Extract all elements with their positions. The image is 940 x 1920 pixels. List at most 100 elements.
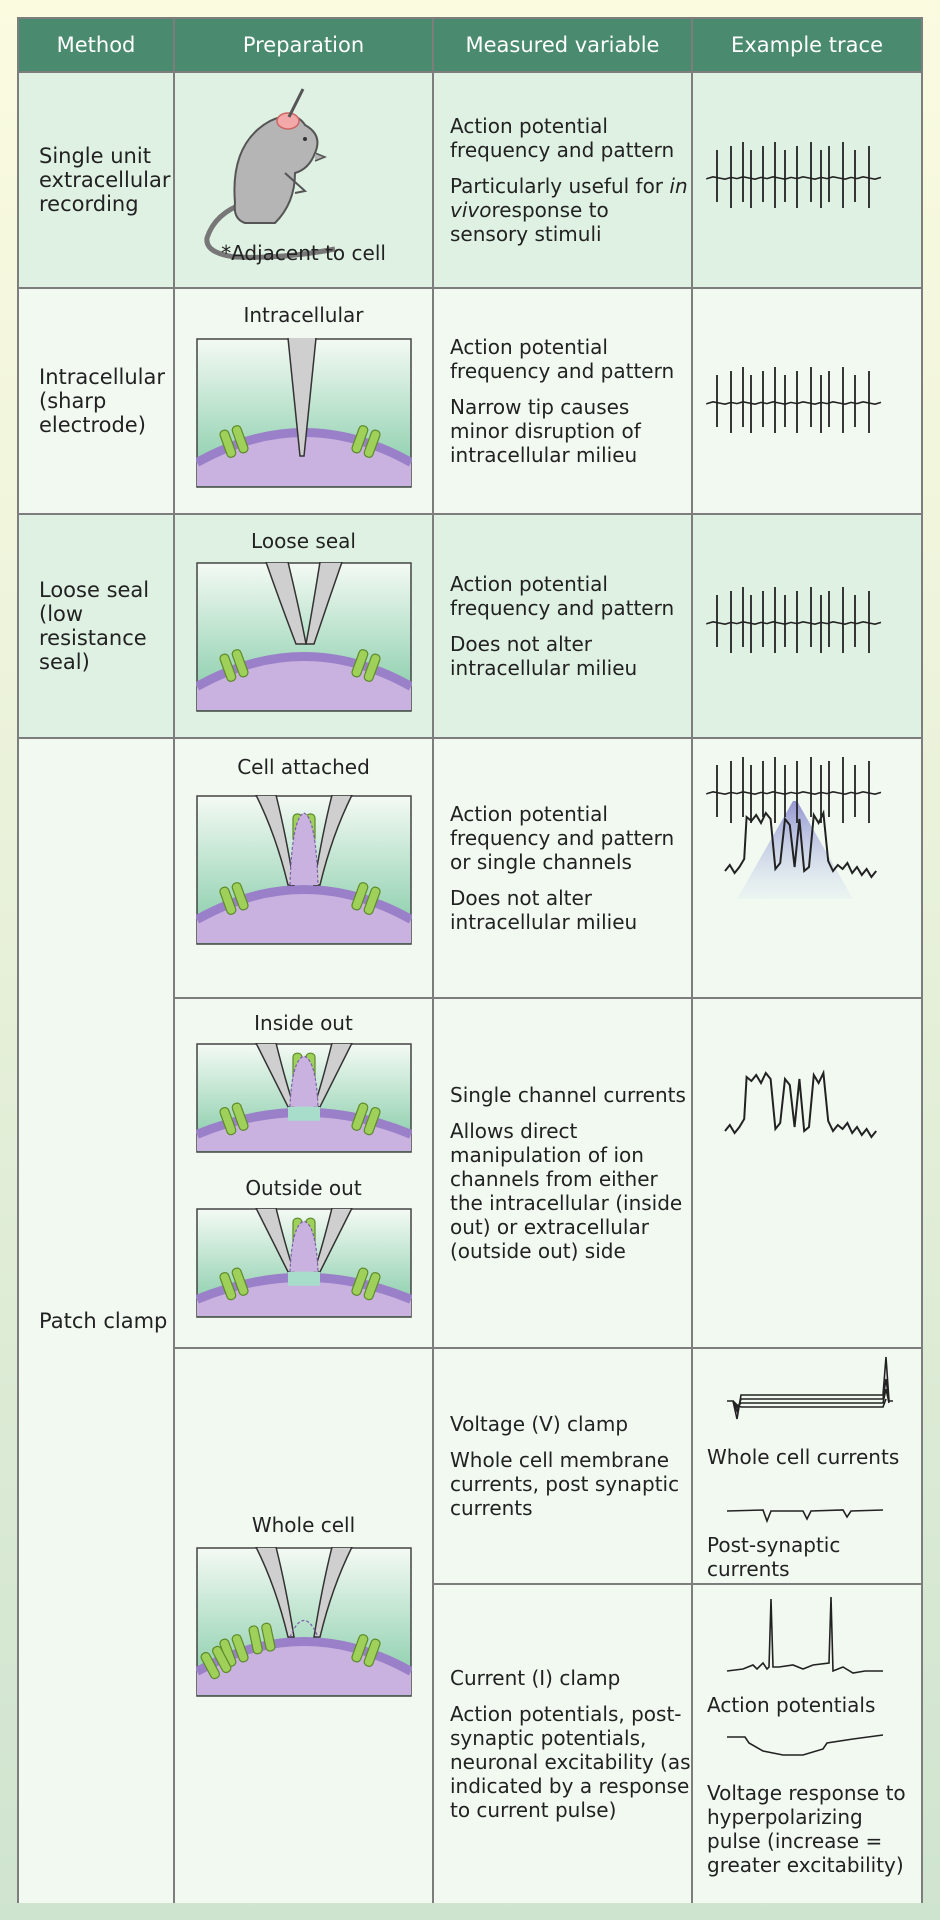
var-intracellular: Action potential frequency and pattern N… bbox=[434, 289, 693, 515]
var-current-clamp: Current (I) clamp Action potentials, pos… bbox=[434, 1585, 693, 1903]
ion-channel-icon bbox=[351, 1634, 381, 1667]
mouse-tail bbox=[204, 200, 336, 260]
var-text: response to sensory stimuli bbox=[450, 198, 609, 246]
ion-channel-icon bbox=[219, 1267, 249, 1301]
var-cell-attached: Action potential frequency and pattern o… bbox=[434, 739, 693, 999]
var-cell-attached-2: Does not alter intracellular milieu bbox=[450, 886, 638, 934]
mouse-illustration bbox=[204, 88, 336, 260]
membrane-patch bbox=[289, 1220, 319, 1272]
mouse-eye bbox=[303, 137, 307, 141]
trace-single-unit bbox=[693, 73, 921, 289]
prep-intracellular: Intracellular bbox=[175, 289, 434, 515]
var-text: Particularly useful for bbox=[450, 174, 670, 198]
voltage-response-label: Voltage response to hyperpolarizing puls… bbox=[707, 1781, 906, 1877]
var-loose-seal-2: Does not alter intracellular milieu bbox=[450, 632, 638, 680]
var-cell-attached-1: Action potential frequency and pattern o… bbox=[450, 802, 675, 874]
header-example-trace: Example trace bbox=[693, 19, 921, 73]
cell-attached-diagram bbox=[196, 795, 412, 945]
ion-channel-icon bbox=[351, 882, 381, 915]
var-single-unit-2: Particularly useful for in vivoresponse … bbox=[450, 174, 691, 246]
var-intracellular-2: Narrow tip causes minor disruption of in… bbox=[450, 395, 641, 467]
header-method: Method bbox=[19, 19, 175, 73]
ion-channel-icon bbox=[219, 1102, 249, 1136]
method-label: Single unit extracellular recording bbox=[39, 144, 171, 216]
ion-channel-icon bbox=[351, 1267, 381, 1301]
trace-intracellular bbox=[693, 289, 921, 515]
single-channel-trace bbox=[724, 1069, 877, 1139]
method-intracellular: Intracellular (sharp electrode) bbox=[19, 289, 175, 515]
seal-gap bbox=[288, 1106, 320, 1121]
ion-channel-icon bbox=[219, 1634, 249, 1667]
trace-excised bbox=[693, 999, 921, 1349]
spike-train-trace bbox=[706, 367, 882, 433]
electrode-right-wall bbox=[305, 562, 343, 645]
ion-channel-icon bbox=[351, 1102, 381, 1136]
prep-loose-seal: Loose seal bbox=[175, 515, 434, 739]
membrane-patch bbox=[289, 812, 319, 886]
prep-whole-cell: Whole cell bbox=[175, 1349, 434, 1903]
trace-cell-attached bbox=[693, 739, 921, 999]
mouse-brain bbox=[276, 112, 300, 130]
electrode-right-wall bbox=[313, 1547, 353, 1638]
var-single-unit: Action potential frequency and pattern P… bbox=[434, 73, 693, 289]
var-vclamp-1: Voltage (V) clamp bbox=[450, 1412, 629, 1436]
sharp-electrode-diagram bbox=[196, 338, 412, 488]
var-iclamp-1: Current (I) clamp bbox=[450, 1666, 621, 1690]
current-trace bbox=[727, 1356, 893, 1420]
var-vclamp-2: Whole cell membrane currents, post synap… bbox=[450, 1448, 680, 1520]
whole-cell-currents-label: Whole cell currents bbox=[707, 1445, 900, 1469]
prep-single-unit: *Adjacent to cell bbox=[175, 73, 434, 289]
trace-loose-seal bbox=[693, 515, 921, 739]
membrane-patch bbox=[289, 1055, 319, 1107]
cell-attached-trace bbox=[706, 757, 882, 899]
header-preparation: Preparation bbox=[175, 19, 434, 73]
prep-cell-attached: Cell attached bbox=[175, 739, 434, 999]
method-label: Intracellular (sharp electrode) bbox=[39, 365, 166, 437]
var-excised-2: Allows direct manipulation of ion channe… bbox=[450, 1119, 683, 1263]
iclamp-traces bbox=[726, 1596, 884, 1756]
header-measured-variable: Measured variable bbox=[434, 19, 693, 73]
spike-train-trace bbox=[706, 757, 882, 823]
sharp-electrode bbox=[287, 338, 317, 457]
trace-current-clamp: Action potentials Voltage response to hy… bbox=[693, 1585, 921, 1903]
vclamp-traces bbox=[726, 1356, 893, 1524]
electrode-left-wall bbox=[255, 1547, 295, 1638]
inside-out-label: Inside out bbox=[254, 1011, 353, 1035]
outside-out-diagram bbox=[196, 1208, 412, 1318]
hyperpolarizing-response-trace bbox=[727, 1734, 884, 1756]
recording-methods-table: Method Preparation Measured variable Exa… bbox=[17, 17, 923, 1903]
loose-seal-label: Loose seal bbox=[251, 529, 356, 553]
var-single-unit-1: Action potential frequency and pattern bbox=[450, 114, 675, 162]
method-single-unit: Single unit extracellular recording bbox=[19, 73, 175, 289]
prep-excised: Inside out Outside out bbox=[175, 999, 434, 1349]
zoom-cone bbox=[737, 801, 853, 899]
inside-out-diagram bbox=[196, 1043, 412, 1153]
mouse-snout bbox=[314, 152, 328, 162]
var-loose-seal: Action potential frequency and pattern D… bbox=[434, 515, 693, 739]
spike-train-trace bbox=[706, 142, 882, 208]
var-loose-seal-1: Action potential frequency and pattern bbox=[450, 572, 675, 620]
method-patch-clamp: Patch clamp bbox=[19, 739, 175, 1903]
ion-channel-icon bbox=[351, 425, 381, 458]
seal-gap bbox=[288, 1271, 320, 1286]
var-iclamp-2: Action potentials, post-synaptic potenti… bbox=[450, 1702, 691, 1822]
whole-cell-current-traces bbox=[727, 1356, 893, 1420]
method-loose-seal: Loose seal (low resistance seal) bbox=[19, 515, 175, 739]
spike-train-trace bbox=[706, 587, 882, 653]
recording-electrode bbox=[287, 88, 305, 118]
current-trace bbox=[732, 1398, 887, 1408]
intracellular-label: Intracellular bbox=[243, 303, 364, 327]
trace-voltage-clamp: Whole cell currents Post-synaptic curren… bbox=[693, 1349, 921, 1585]
ion-channel-icon bbox=[219, 649, 249, 682]
cell-membrane bbox=[196, 885, 412, 924]
cell-attached-label: Cell attached bbox=[237, 755, 370, 779]
ion-channel-icon bbox=[219, 425, 249, 458]
ion-channel-icon bbox=[219, 882, 249, 915]
single-channel-trace bbox=[724, 809, 877, 879]
current-trace bbox=[732, 1388, 890, 1409]
in-vivo-italic: in vivo bbox=[450, 174, 688, 222]
post-synaptic-currents-label: Post-synaptic currents bbox=[707, 1533, 841, 1581]
ion-channel-icon bbox=[248, 1622, 276, 1655]
whole-cell-label: Whole cell bbox=[251, 1513, 356, 1537]
loose-seal-diagram bbox=[196, 562, 412, 712]
